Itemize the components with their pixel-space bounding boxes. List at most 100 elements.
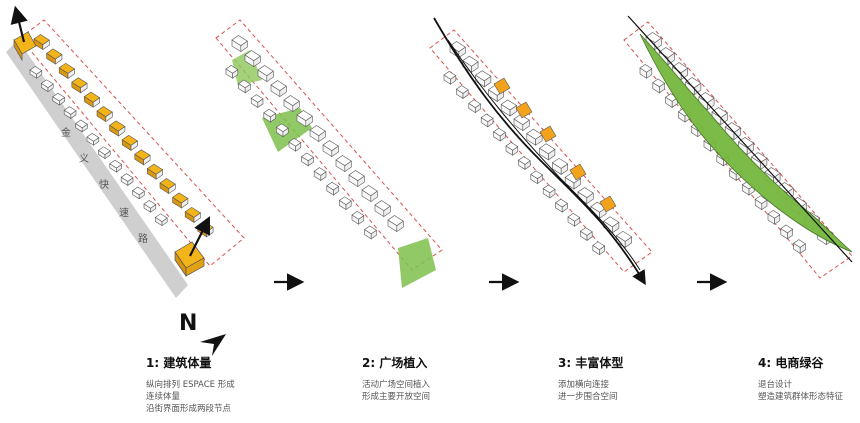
building-block (555, 198, 568, 208)
step-1-title: 1: 建筑体量 (146, 356, 212, 370)
building-block (121, 134, 139, 146)
building-block (134, 149, 151, 161)
building-block (29, 66, 43, 75)
step-2-line: 形成主要开放空间 (362, 392, 431, 402)
building-block (159, 178, 176, 189)
step-3-title: 3: 丰富体型 (558, 356, 624, 370)
green-plaza-north (232, 50, 262, 86)
building-block (767, 210, 781, 219)
node-arrow-south (189, 216, 210, 257)
step-1-description: 纵向排列 ESPACE 形成 连续体量 沿街界面形成两段节点 (146, 379, 235, 415)
step-2-line: 活动广场空间植入 (362, 380, 431, 390)
site-boundary (215, 19, 443, 271)
step-3-line: 进一步围合空间 (558, 392, 618, 402)
step-2-description: 活动广场空间植入 形成主要开放空间 (362, 379, 430, 403)
building-block (500, 99, 518, 111)
building-block (564, 172, 582, 184)
building-block (288, 138, 302, 147)
step-4-line: 塑造建筑群体形态特征 (758, 392, 844, 402)
building-block (577, 187, 594, 198)
building-block (143, 200, 157, 209)
building-block (263, 108, 277, 118)
building-block (615, 230, 633, 242)
building-block (338, 196, 352, 205)
node-arrow-north (10, 5, 28, 43)
building-block (542, 184, 556, 194)
building-block (58, 62, 76, 74)
building-block (283, 95, 300, 106)
building-block (351, 211, 365, 220)
road-label-char: 速 (119, 208, 129, 219)
building-block (238, 79, 251, 89)
north-label: N (179, 311, 198, 336)
building-block (639, 64, 653, 73)
building-block (270, 80, 287, 91)
step-3-line: 添加横向连接 (558, 380, 610, 390)
building-block (63, 106, 77, 115)
panel-enrich-form (429, 17, 653, 286)
building-block (40, 79, 54, 88)
building-block (225, 65, 239, 74)
building-block (96, 106, 113, 117)
building-block (751, 152, 768, 163)
building-block (658, 47, 676, 58)
building-block (361, 185, 378, 196)
panel-plaza-insertion (215, 19, 443, 288)
step-1-line: 沿街界面形成两段节点 (146, 404, 232, 414)
building-block (449, 41, 466, 52)
building-block (109, 159, 123, 169)
building-block (443, 71, 457, 80)
building-block (374, 200, 391, 211)
building-block (780, 224, 794, 234)
building-block (109, 120, 126, 132)
building-block (86, 133, 100, 142)
building-block (579, 227, 593, 236)
step-4-line: 退台设计 (758, 380, 793, 390)
panel-ecommerce-green-valley (623, 15, 853, 279)
building-block (313, 167, 327, 176)
building-block (652, 78, 666, 88)
step-1-line: 纵向排列 ESPACE 形成 (146, 380, 235, 390)
building-block (184, 206, 202, 218)
building-block (132, 186, 145, 196)
building-block (120, 173, 134, 182)
building-block (567, 213, 581, 222)
building-block (513, 114, 530, 125)
building-block (711, 107, 728, 118)
expressway-road (6, 40, 188, 298)
building-block (97, 146, 111, 155)
building-block (480, 113, 494, 123)
building-block (462, 55, 479, 67)
building-block (46, 48, 63, 60)
building-block (455, 85, 469, 94)
building-block (33, 34, 50, 45)
building-block (75, 119, 88, 129)
building-block (387, 215, 404, 226)
step-4-title: 4: 电商绿谷 (758, 356, 824, 370)
building-block (322, 140, 339, 151)
step-2-title: 2: 广场植入 (362, 356, 428, 370)
road-label-char: 快 (99, 180, 109, 191)
road-label-char: 义 (79, 154, 89, 165)
building-block (244, 50, 261, 61)
building-block (231, 35, 248, 46)
node-highlight-south (174, 241, 205, 278)
building-block (71, 77, 88, 89)
building-block (793, 239, 806, 248)
building-block (52, 92, 66, 102)
building-block (468, 99, 482, 108)
building-block (275, 123, 289, 132)
circulation-path-secondary (447, 39, 641, 271)
building-block (551, 157, 569, 169)
green-valley (639, 33, 853, 253)
building-block (335, 155, 352, 166)
building-block (172, 192, 189, 204)
building-block (326, 181, 340, 191)
building-block (505, 142, 519, 151)
building-block (83, 91, 101, 103)
building-block (493, 127, 506, 137)
site-boundary (19, 19, 245, 267)
step-1-line: 连续体量 (146, 392, 181, 402)
building-block (737, 137, 755, 148)
